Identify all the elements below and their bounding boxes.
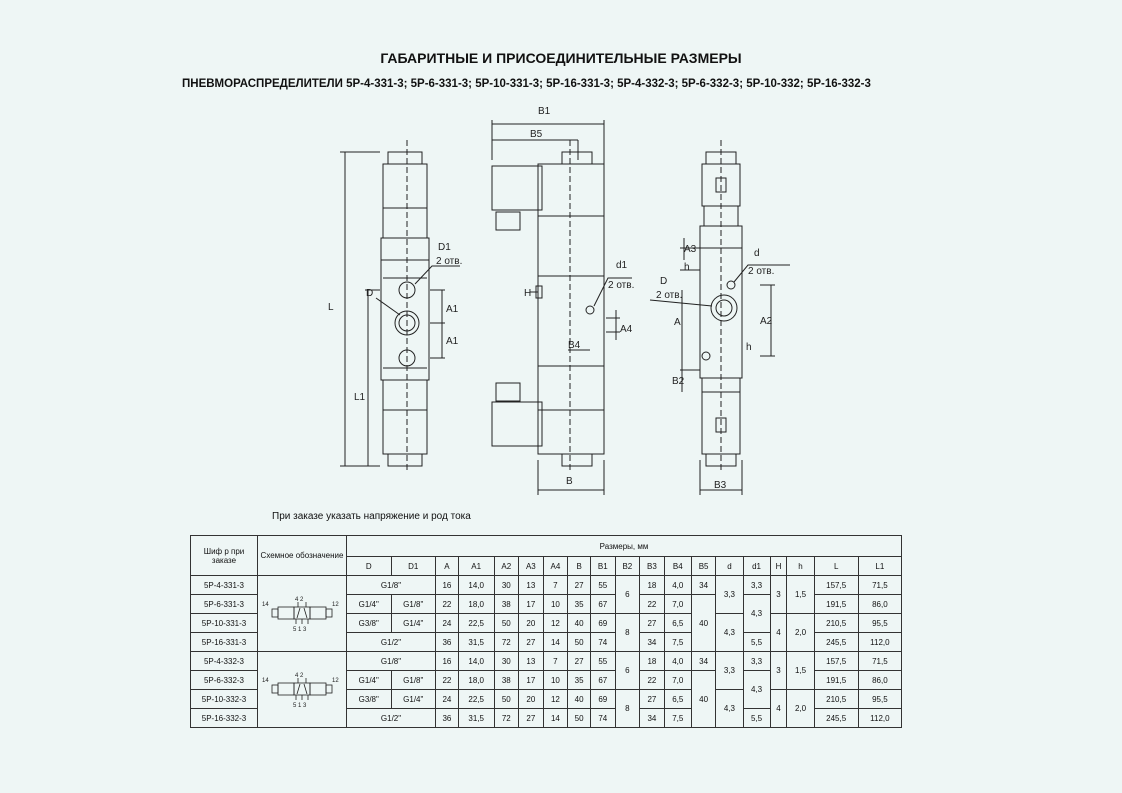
- col-header: h: [786, 556, 815, 576]
- valve-scheme-icon: 14 12 4 2 5 1 3: [262, 597, 339, 633]
- label-d1: d1: [616, 260, 628, 271]
- col-header: B1: [590, 556, 616, 576]
- code-cell: 5Р-4-331-3: [190, 575, 258, 595]
- label-B2: B2: [672, 376, 685, 387]
- table-row: 5Р-10-331-3 G3/8" G1/4" 24 22,5 50 20 12…: [190, 613, 903, 652]
- scheme-port-12: 12: [332, 602, 339, 608]
- label-A2: A2: [760, 316, 773, 327]
- scheme-port-14: 14: [262, 602, 269, 608]
- label-B4: B4: [568, 340, 581, 351]
- header-code: Шиф р при заказе: [190, 535, 258, 576]
- col-header: L1: [857, 556, 903, 576]
- table-row: 5Р-16-332-3 G1/2" 36 31,5 72 27 14 50 74…: [190, 708, 903, 728]
- label-B: B: [566, 476, 573, 487]
- code-cell: 5Р-6-332-3: [190, 670, 258, 690]
- label-A3: A3: [684, 244, 697, 255]
- label-B5: B5: [530, 129, 543, 140]
- label-A4-upper: A4: [620, 324, 633, 335]
- scheme-ports-4-2: 4 2: [295, 673, 304, 679]
- col-header: H: [769, 556, 788, 576]
- label-D1: D1: [438, 242, 451, 253]
- header-scheme: Схемное обозначение: [257, 535, 347, 576]
- dimension-drawings: L L1 D1 2 отв. D A1 A1 B1 B5 H d1 2 отв.…: [328, 106, 790, 495]
- code-cell: 5Р-10-331-3: [190, 613, 258, 633]
- page-title: ГАБАРИТНЫЕ И ПРИСОЕДИНИТЕЛЬНЫЕ РАЗМЕРЫ: [380, 50, 742, 66]
- table-row: 5Р-4-332-3 14 12 4 2 5 1 3 G1/8" 16: [190, 651, 903, 728]
- label-L1: L1: [354, 392, 366, 403]
- col-header: B5: [690, 556, 717, 576]
- side-view: [491, 120, 632, 495]
- label-A: A: [674, 317, 681, 328]
- label-B1: B1: [538, 106, 551, 117]
- col-header: A1: [457, 556, 495, 576]
- page-subtitle: ПНЕВМОРАСПРЕДЕЛИТЕЛИ 5Р-4-331-3; 5Р-6-33…: [182, 78, 871, 90]
- label-2-holes-front: 2 отв.: [436, 256, 462, 267]
- label-D-end: D: [660, 276, 667, 287]
- col-header: B3: [639, 556, 665, 576]
- code-cell: 5Р-16-331-3: [190, 632, 258, 652]
- code-cell: 5Р-10-332-3: [190, 689, 258, 709]
- label-2-holes-D-end: 2 отв.: [656, 290, 682, 301]
- order-note: При заказе указать напряжение и род тока: [272, 511, 471, 522]
- table-row: 5Р-6-331-3 G1/4" G1/8" 22 18,0 38 17 10 …: [190, 594, 903, 652]
- label-2-holes-end: 2 отв.: [748, 266, 774, 277]
- col-header: B: [567, 556, 592, 576]
- label-A1-upper: A1: [446, 304, 459, 315]
- label-L: L: [328, 302, 334, 313]
- label-A1-lower: A1: [446, 336, 459, 347]
- scheme-ports-5-1-3: 5 1 3: [293, 703, 307, 709]
- label-d: d: [754, 248, 760, 259]
- col-header: B4: [663, 556, 692, 576]
- col-header: A2: [493, 556, 520, 576]
- end-view: [649, 140, 790, 495]
- col-header: d: [715, 556, 744, 576]
- label-H: H: [524, 288, 531, 299]
- front-view: [340, 140, 460, 472]
- col-header: D1: [390, 556, 436, 576]
- table-row: 5Р-4-331-3 14 12 4 2 5 1 3 G1/8" 16: [190, 575, 903, 652]
- col-header: B2: [614, 556, 641, 576]
- table-row: 5Р-6-332-3 G1/4" G1/8" 22 18,0 38 17 10 …: [190, 670, 903, 728]
- dimensions-table: Шиф р при заказе Схемное обозначение Раз…: [190, 535, 903, 728]
- col-header: A: [435, 556, 459, 576]
- scheme-symbol-331: 14 12 4 2 5 1 3: [257, 575, 347, 652]
- label-2-holes-side: 2 отв.: [608, 280, 634, 291]
- label-h-upper: h: [684, 262, 690, 273]
- code-cell: 5Р-16-332-3: [190, 708, 258, 728]
- col-header: A3: [518, 556, 544, 576]
- valve-scheme-icon: 14 12 4 2 5 1 3: [262, 673, 339, 709]
- scheme-port-14: 14: [262, 678, 269, 684]
- scheme-symbol-332: 14 12 4 2 5 1 3: [257, 651, 347, 728]
- label-h-lower: h: [746, 342, 752, 353]
- header-dimensions: Размеры, мм: [346, 535, 902, 557]
- drawing-labels: L L1 D1 2 отв. D A1 A1 B1 B5 H d1 2 отв.…: [328, 106, 774, 491]
- col-header: D: [346, 556, 392, 576]
- col-header: L: [813, 556, 859, 576]
- col-header: A4: [542, 556, 569, 576]
- label-B3: B3: [714, 480, 727, 491]
- code-cell: 5Р-6-331-3: [190, 594, 258, 614]
- scheme-port-12: 12: [332, 678, 339, 684]
- code-cell: 5Р-4-332-3: [190, 651, 258, 671]
- scheme-ports-5-1-3: 5 1 3: [293, 627, 307, 633]
- label-D-front: D: [366, 288, 373, 299]
- col-header: d1: [742, 556, 771, 576]
- scheme-ports-4-2: 4 2: [295, 597, 304, 603]
